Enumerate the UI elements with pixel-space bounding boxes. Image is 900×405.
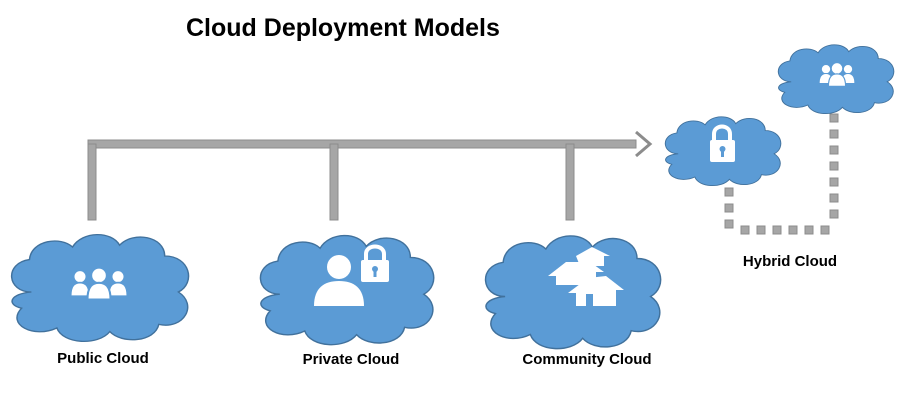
community-cloud	[484, 235, 662, 350]
private-cloud-label: Private Cloud	[302, 351, 400, 368]
hybrid-lock-cloud	[664, 116, 782, 187]
houses-icon	[548, 247, 624, 306]
hybrid-dashed-connector	[724, 113, 839, 235]
user-icon	[314, 255, 364, 306]
hybrid-cloud-label: Hybrid Cloud	[742, 253, 838, 270]
public-cloud	[10, 233, 190, 343]
connector-drop-public	[87, 143, 97, 221]
users-icon	[69, 266, 129, 301]
community-cloud-label: Community Cloud	[522, 351, 652, 368]
public-cloud-label: Public Cloud	[57, 350, 149, 367]
hybrid-users-cloud	[777, 44, 895, 115]
users-icon	[818, 61, 856, 87]
lock-icon	[361, 244, 389, 282]
connector-drop-community	[565, 143, 575, 221]
private-cloud	[259, 234, 435, 346]
diagram-title: Cloud Deployment Models	[186, 14, 500, 42]
lock-icon	[710, 124, 735, 162]
connector-drop-private	[329, 143, 339, 221]
